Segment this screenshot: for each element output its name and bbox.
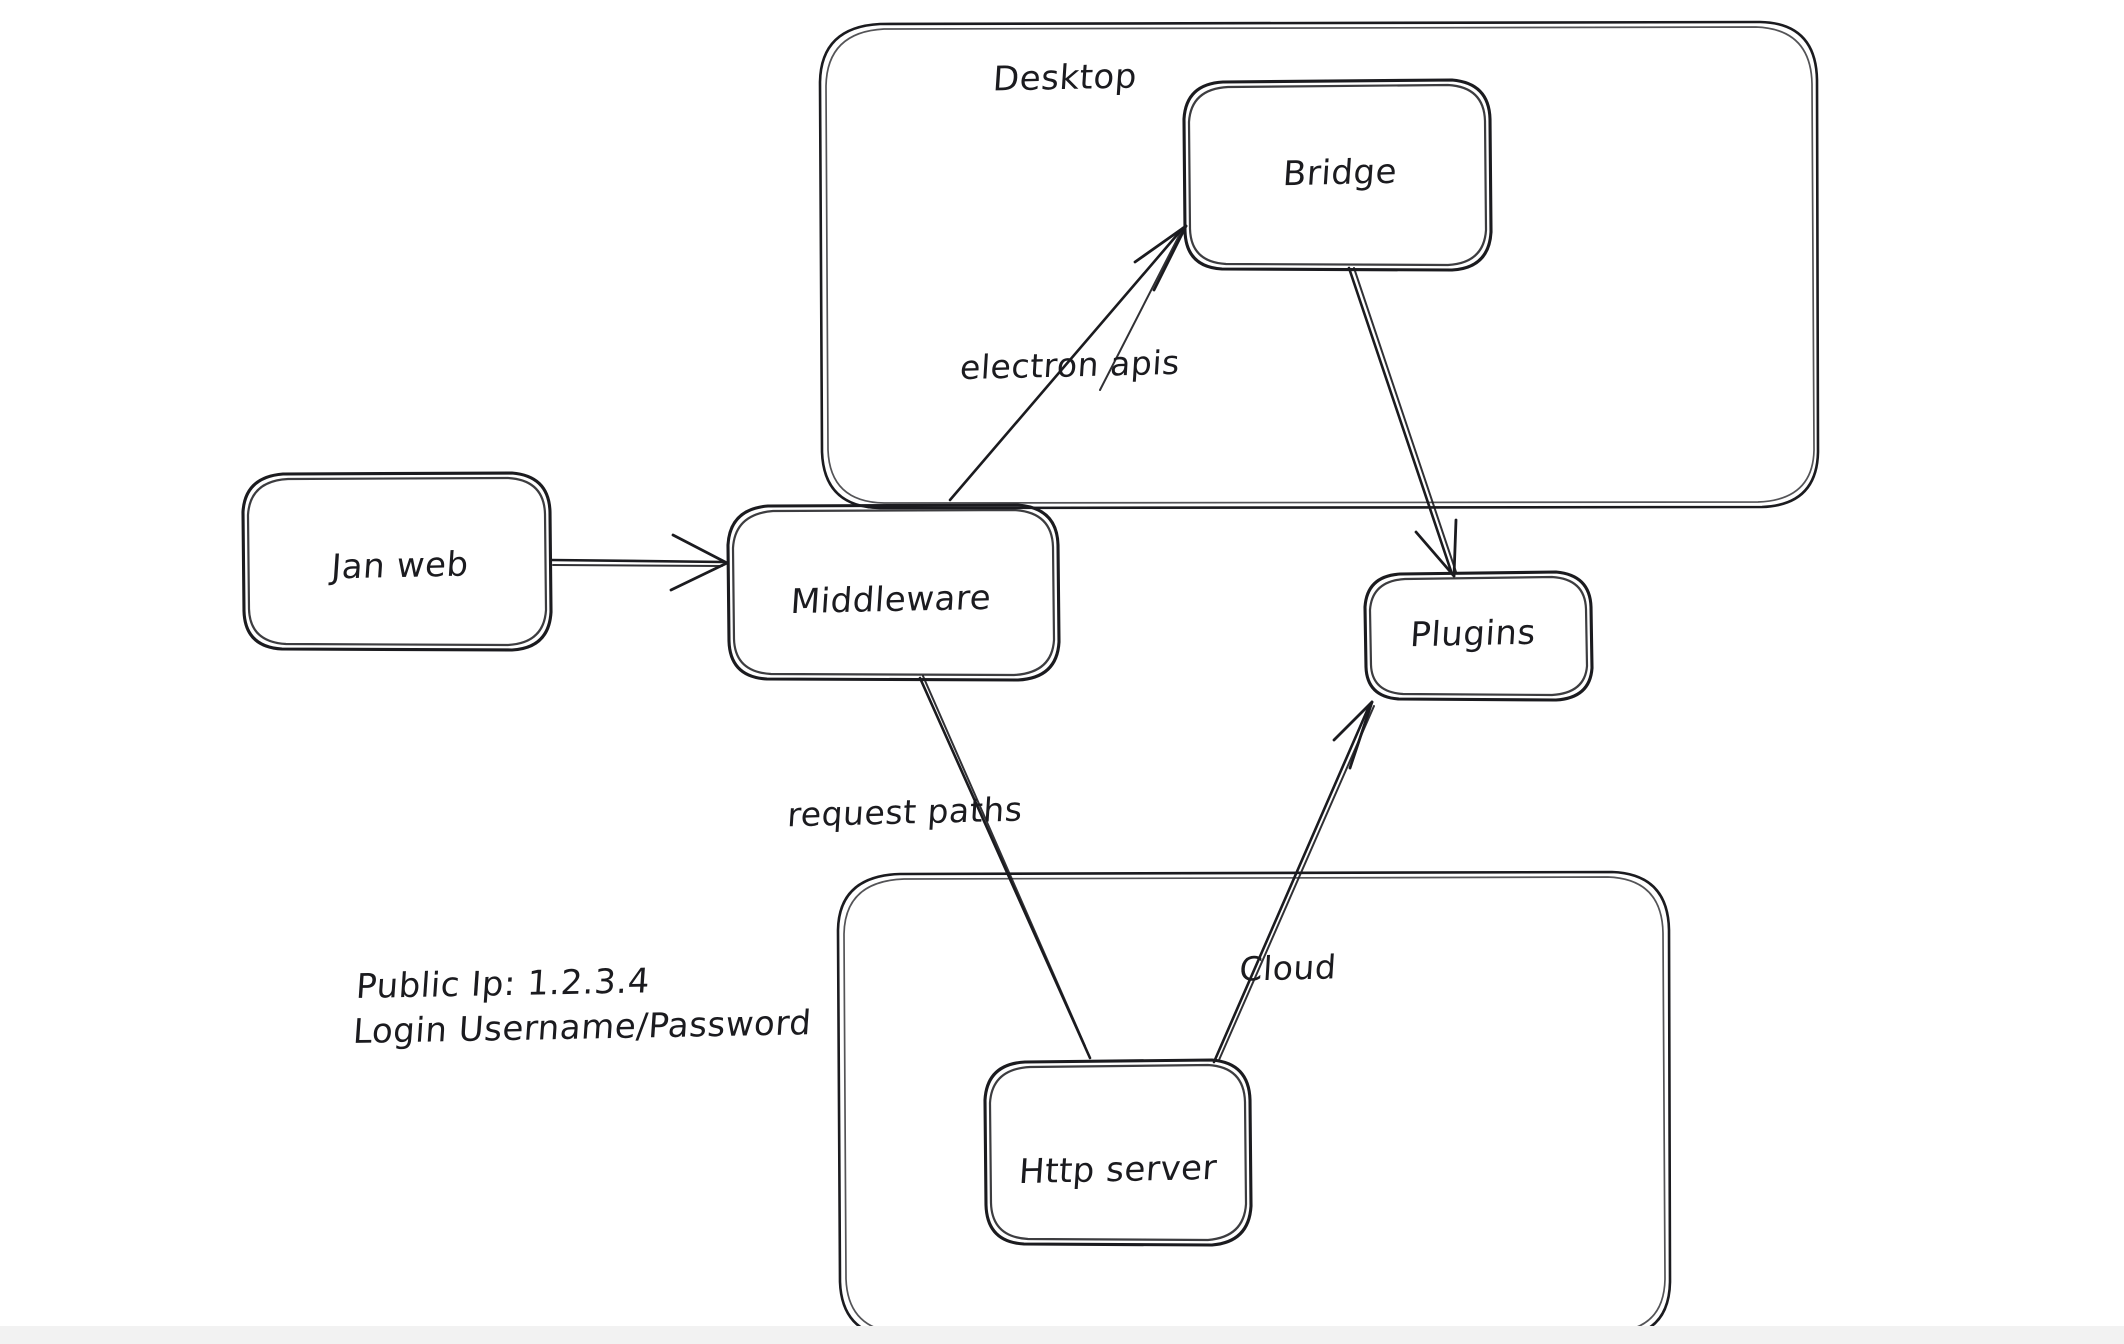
- node-plugins-label: Plugins: [1408, 612, 1538, 656]
- node-bridge-label: Bridge: [1281, 151, 1399, 195]
- edge-label-electron-apis: electron apis: [958, 342, 1182, 388]
- edge-middleware-to-http-server[interactable]: [918, 675, 1092, 1060]
- node-http-server-label: Http server: [1017, 1147, 1219, 1193]
- credentials-note: Public Ip: 1.2.3.4 Login Username/Passwo…: [352, 955, 879, 1055]
- node-http-server[interactable]: [983, 1058, 1253, 1247]
- node-bridge[interactable]: [1182, 78, 1493, 272]
- node-plugins[interactable]: [1363, 570, 1594, 702]
- edge-bridge-to-plugins[interactable]: [1347, 266, 1458, 578]
- node-jan-web[interactable]: [241, 471, 553, 652]
- edge-http-server-to-plugins[interactable]: [1212, 700, 1375, 1064]
- bottom-edge-band: [0, 1326, 2124, 1344]
- container-cloud[interactable]: [836, 870, 1672, 1340]
- container-desktop[interactable]: [818, 20, 1820, 510]
- container-desktop-title: Desktop: [991, 56, 1139, 100]
- edge-middleware-to-bridge[interactable]: [948, 224, 1188, 502]
- edge-jan-web-to-middleware[interactable]: [549, 533, 729, 592]
- node-middleware[interactable]: [726, 503, 1061, 682]
- edge-label-cloud: Cloud: [1238, 947, 1338, 989]
- node-middleware-label: Middleware: [789, 577, 993, 623]
- node-jan-web-label: Jan web: [330, 544, 470, 588]
- edge-label-request-paths: request paths: [786, 789, 1024, 835]
